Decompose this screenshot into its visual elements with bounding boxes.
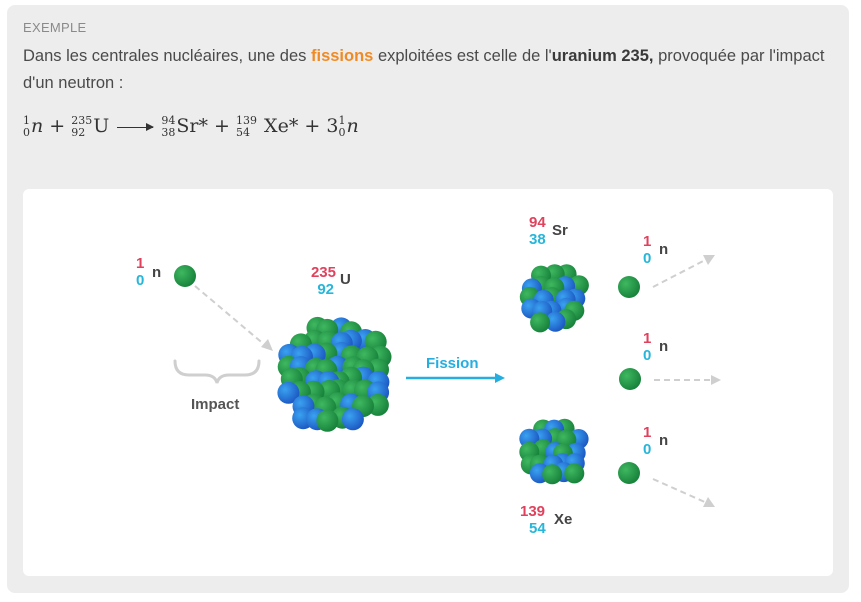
eq-neutron-out-symbol: n	[346, 115, 359, 137]
neutron-out-3-label: 1 0	[643, 424, 652, 458]
strontium-symbol: Sr	[552, 222, 568, 239]
uranium-nucleus	[277, 316, 392, 432]
eq-sr-symbol: Sr*	[176, 115, 208, 137]
eq-xe-symbol: Xe*	[264, 115, 299, 137]
uranium-particle	[341, 408, 364, 431]
strontium-particle	[530, 312, 551, 333]
impact-path-arrow	[194, 285, 267, 347]
impact-path-arrowhead	[261, 339, 273, 351]
fission-keyword: fissions	[311, 47, 374, 65]
uranium-label: 235 92	[310, 264, 336, 298]
neutron-out-1-symbol: n	[659, 241, 669, 258]
neutron-1-arrowhead	[703, 255, 715, 265]
fission-arrowhead	[495, 373, 505, 383]
impact-brace	[173, 359, 261, 384]
xenon-symbol: Xe	[554, 511, 573, 528]
eq-neutron-symbol: n	[31, 115, 44, 137]
neutron-in-label: 1 0	[136, 255, 145, 289]
fission-diagram: 1 0 n 235 92 U 94 38 Sr 139 54 Xe 1 0 n …	[23, 189, 833, 576]
outgoing-neutron-2	[619, 368, 641, 390]
uranium-keyword: uranium 235,	[551, 47, 654, 65]
example-text-part3: provoquée par l'impact d'un neutron :	[23, 47, 825, 92]
neutron-1-path	[652, 258, 708, 288]
example-text-part2: exploitées est celle de l'	[373, 47, 552, 65]
impact-label: Impact	[191, 396, 240, 413]
neutron-in-symbol: n	[152, 264, 162, 281]
neutron-2-arrowhead	[711, 375, 721, 385]
neutron-out-3-symbol: n	[659, 432, 669, 449]
uranium-symbol: U	[340, 271, 351, 288]
strontium-label: 94 38	[529, 214, 546, 248]
eq-coefficient: 3	[326, 115, 339, 137]
example-text-part1: Dans les centrales nucléaires, une des	[23, 47, 311, 65]
eq-reaction-arrow	[117, 122, 155, 131]
xenon-particle	[542, 464, 563, 485]
xenon-nucleus	[519, 418, 589, 485]
eq-plus-3: +	[304, 115, 321, 137]
neutron-out-1-label: 1 0	[643, 233, 652, 267]
xenon-particle	[564, 463, 585, 484]
outgoing-neutron-1	[618, 276, 640, 298]
incoming-neutron	[174, 265, 196, 287]
eq-plus-1: +	[49, 115, 66, 137]
neutron-out-2-symbol: n	[659, 338, 669, 355]
uranium-particle	[277, 381, 300, 404]
outgoing-neutron-3	[618, 462, 640, 484]
neutron-3-path	[652, 478, 708, 504]
neutron-out-2-label: 1 0	[643, 330, 652, 364]
example-text: Dans les centrales nucléaires, une des f…	[23, 43, 833, 97]
strontium-particle	[545, 311, 566, 332]
example-tag: EXEMPLE	[23, 20, 87, 35]
eq-uranium-symbol: U	[93, 115, 110, 137]
fission-diagram-graphics	[173, 255, 721, 507]
uranium-particle	[316, 409, 339, 432]
neutron-3-arrowhead	[703, 497, 715, 507]
xenon-label: 139 54	[520, 503, 546, 537]
fission-label: Fission	[426, 355, 479, 372]
eq-plus-2: +	[214, 115, 230, 137]
strontium-nucleus	[519, 264, 589, 333]
